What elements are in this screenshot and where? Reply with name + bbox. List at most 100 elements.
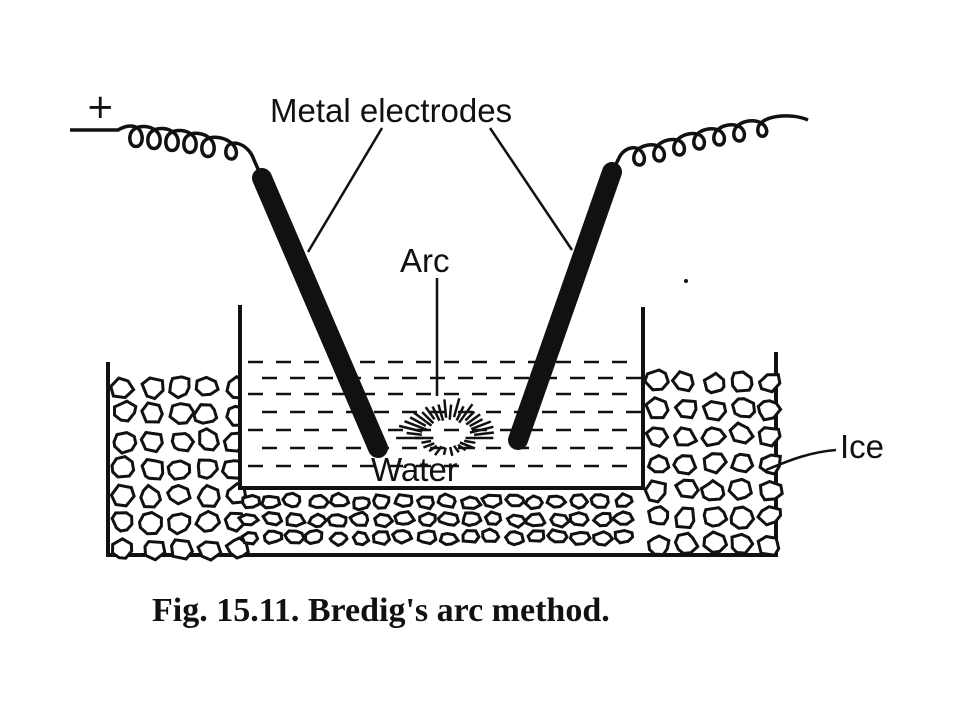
spark-ray	[448, 404, 453, 420]
ice-chunk	[646, 534, 671, 557]
ice-chunk	[308, 493, 330, 510]
spark-ray	[422, 442, 435, 449]
spark-ray	[470, 420, 492, 431]
ice-chunk	[416, 529, 438, 546]
ice-label: Ice	[840, 428, 884, 465]
ice-chunk	[240, 531, 260, 546]
spark-ray	[469, 418, 484, 428]
arc-spark	[396, 397, 495, 457]
ice-chunk	[699, 478, 726, 502]
ice-chunk	[198, 427, 221, 452]
ice-chunk	[729, 505, 756, 530]
ice-chunk	[729, 452, 755, 474]
ice-chunk	[194, 509, 222, 533]
ice-chunk	[436, 511, 461, 527]
spark-ray	[452, 397, 461, 418]
ice-chunk	[306, 512, 329, 529]
ice-chunk	[730, 397, 757, 419]
ice-chunk	[614, 492, 634, 508]
ice-chunk	[646, 453, 671, 474]
ice-chunk	[165, 483, 192, 506]
ice-chunk	[674, 506, 696, 530]
spark-ray	[464, 410, 476, 422]
ice-chunk	[702, 452, 729, 475]
ice-chunk	[730, 370, 754, 393]
ice-chunk	[261, 511, 284, 527]
ice-chunk	[613, 528, 635, 545]
ice-chunk	[670, 369, 695, 393]
ice-chunk	[113, 399, 138, 423]
ice-chunk	[170, 431, 196, 453]
ice-chunk	[436, 492, 457, 509]
ice-chunk	[140, 457, 165, 481]
ice-chunk	[196, 540, 223, 562]
ice-chunk	[702, 371, 726, 395]
ice-chunk	[285, 511, 308, 528]
ice-chunk	[730, 532, 755, 555]
ice-chunk	[568, 530, 592, 546]
ice-chunk	[701, 400, 728, 422]
ice-chunk	[673, 531, 700, 555]
ice-chunk	[673, 478, 700, 499]
water-label: Water	[371, 451, 458, 488]
figure-caption: Fig. 15.11. Bredig's arc method.	[152, 592, 610, 629]
ice-chunk	[137, 510, 163, 536]
ice-chunk	[196, 458, 220, 480]
ice-chunk	[757, 373, 782, 394]
spark-ray	[431, 406, 441, 422]
ice-chunk	[196, 483, 221, 508]
ice-chunk	[756, 534, 781, 557]
ice-chunk	[260, 494, 282, 510]
ice-chunk	[326, 513, 348, 528]
spark-ray	[412, 411, 433, 427]
ice-chunk	[390, 528, 414, 545]
ice-chunk	[479, 493, 503, 509]
ice-chunk	[526, 529, 546, 543]
ice-chunk	[328, 491, 351, 508]
spark-ray	[424, 406, 436, 421]
ice-chunk	[545, 494, 568, 509]
spark-ray	[434, 445, 443, 456]
ice-chunk	[236, 512, 261, 527]
ice-chunk	[262, 529, 284, 545]
ice-chunk	[110, 537, 134, 560]
ice-chunk	[112, 431, 138, 455]
spark-ray	[442, 447, 447, 456]
ice-chunk	[757, 426, 782, 448]
stray-dot	[684, 279, 688, 283]
spark-ray	[448, 446, 454, 457]
ice-chunk	[702, 530, 729, 554]
positive-terminal-label: +	[86, 87, 115, 127]
outer-trough	[106, 352, 778, 557]
ice-chunk	[140, 376, 165, 401]
ice-chunk	[461, 511, 483, 528]
ice-chunk	[549, 512, 571, 529]
ice-chunk	[568, 511, 590, 527]
ice-chunk	[109, 376, 136, 400]
ice-chunk	[503, 530, 526, 547]
spark-ray	[421, 411, 435, 425]
spark-ray	[459, 441, 476, 450]
spark-ray	[421, 439, 432, 444]
arc-label: Arc	[400, 242, 450, 279]
spark-ray	[404, 420, 428, 432]
ice-chunk	[328, 531, 349, 548]
spark-ray	[465, 413, 481, 426]
ice-chunk	[727, 477, 754, 501]
ice-chunk	[348, 510, 370, 527]
ice-chunk	[168, 402, 196, 425]
ice-chunk	[166, 459, 192, 481]
ice-chunk	[483, 510, 503, 526]
ice-chunk	[418, 511, 437, 528]
ice-chunk	[643, 368, 670, 392]
ice-chunk	[393, 510, 417, 526]
ice-chunk	[352, 496, 372, 512]
ice-chunk	[393, 493, 414, 508]
spark-ray	[398, 424, 423, 433]
ice-chunk	[241, 493, 262, 510]
ice-chunk	[139, 430, 164, 454]
left-electrode	[252, 168, 388, 458]
ice-chunk	[644, 395, 670, 420]
